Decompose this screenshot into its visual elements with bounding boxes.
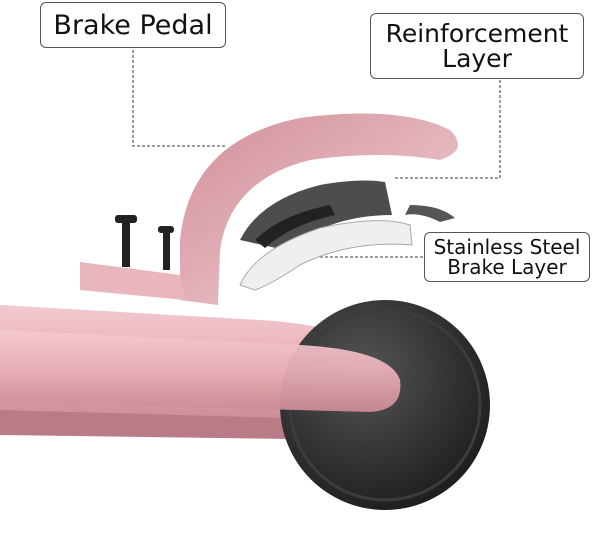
stainless-steel-layer (239, 220, 413, 291)
reinforcement-text-1: Reinforcement (385, 19, 569, 48)
steel-text-1: Stainless Steel (433, 235, 581, 259)
screw (163, 232, 170, 270)
screw (122, 222, 130, 267)
leader-line-reinforcement (395, 80, 501, 179)
reinforcement-text-2: Layer (442, 44, 512, 73)
brake-pedal-text: Brake Pedal (53, 9, 213, 41)
reinforcement-layer-label: Reinforcement Layer (370, 13, 584, 79)
stainless-steel-label: Stainless Steel Brake Layer (424, 232, 590, 282)
steel-text-2: Brake Layer (447, 255, 567, 279)
brake-pedal-label: Brake Pedal (40, 2, 226, 48)
brake-pedal (180, 113, 458, 305)
leader-line-brake (132, 50, 225, 147)
